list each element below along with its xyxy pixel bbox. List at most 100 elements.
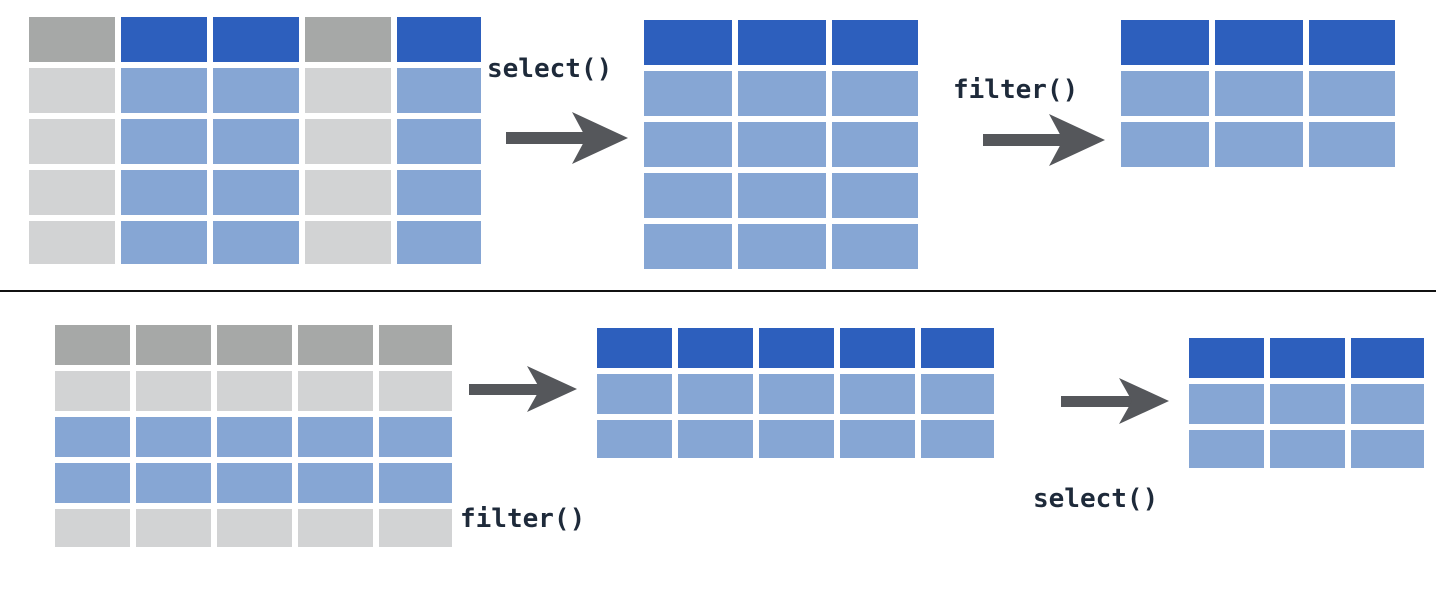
table-header-cell: [1186, 335, 1267, 381]
table-header-cell: [675, 325, 756, 371]
table-cell: [52, 414, 133, 460]
table-cell: [118, 116, 210, 167]
table-cell: [295, 368, 376, 414]
table-cell: [214, 368, 295, 414]
table-cell: [1118, 119, 1212, 170]
filter-function-label: filter(): [460, 504, 586, 534]
table-header-cell: [1348, 335, 1427, 381]
table-cell: [52, 460, 133, 506]
table-cell: [756, 417, 837, 461]
table-cell: [52, 506, 133, 550]
table-cell: [302, 218, 394, 267]
table-cell: [1348, 427, 1427, 471]
table-cell: [376, 368, 455, 414]
table-cell: [133, 368, 214, 414]
table-header-cell: [918, 325, 997, 371]
table-header-cell: [214, 322, 295, 368]
arrow-right-icon: [1061, 378, 1169, 424]
table-cell: [1267, 427, 1348, 471]
table-header-cell: [735, 17, 829, 68]
table-cell: [1212, 68, 1306, 119]
table-header-cell: [1306, 17, 1398, 68]
top-panel: select() filter(): [0, 0, 1436, 290]
table-cell: [26, 218, 118, 267]
table-cell: [210, 218, 302, 267]
table-cell: [641, 221, 735, 272]
table-header-cell: [210, 14, 302, 65]
table-cell: [394, 167, 484, 218]
panel-divider: [0, 290, 1436, 292]
table-header-cell: [376, 322, 455, 368]
bottom-filtered-table: [594, 325, 997, 461]
arrow-right-icon: [469, 366, 577, 412]
table-cell: [52, 368, 133, 414]
table-header-cell: [837, 325, 918, 371]
table-header-cell: [829, 17, 921, 68]
table-cell: [302, 116, 394, 167]
table-cell: [756, 371, 837, 417]
table-header-cell: [756, 325, 837, 371]
table-cell: [214, 460, 295, 506]
table-cell: [1212, 119, 1306, 170]
table-header-cell: [394, 14, 484, 65]
table-cell: [394, 65, 484, 116]
table-cell: [735, 221, 829, 272]
table-cell: [133, 506, 214, 550]
table-cell: [594, 417, 675, 461]
select-function-label: select(): [487, 54, 613, 84]
bottom-result-table: [1186, 335, 1427, 471]
arrow-right-icon: [506, 112, 628, 164]
table-cell: [214, 414, 295, 460]
table-cell: [1186, 381, 1267, 427]
table-cell: [394, 218, 484, 267]
bottom-source-table: [52, 322, 455, 550]
table-cell: [1118, 68, 1212, 119]
table-cell: [1267, 381, 1348, 427]
table-cell: [118, 218, 210, 267]
table-cell: [594, 371, 675, 417]
table-cell: [376, 460, 455, 506]
table-header-cell: [52, 322, 133, 368]
table-header-cell: [1118, 17, 1212, 68]
table-cell: [675, 371, 756, 417]
table-cell: [210, 167, 302, 218]
table-cell: [26, 116, 118, 167]
table-cell: [735, 68, 829, 119]
table-cell: [394, 116, 484, 167]
table-cell: [302, 65, 394, 116]
table-header-cell: [118, 14, 210, 65]
table-cell: [641, 119, 735, 170]
top-result-table: [1118, 17, 1398, 170]
arrow-right-icon: [983, 114, 1105, 166]
table-cell: [295, 460, 376, 506]
table-header-cell: [641, 17, 735, 68]
table-cell: [302, 167, 394, 218]
table-cell: [918, 371, 997, 417]
table-cell: [641, 68, 735, 119]
table-cell: [376, 506, 455, 550]
top-selected-table: [641, 17, 921, 272]
table-cell: [1186, 427, 1267, 471]
table-header-cell: [302, 14, 394, 65]
table-cell: [26, 167, 118, 218]
table-cell: [837, 417, 918, 461]
table-cell: [1306, 68, 1398, 119]
table-cell: [210, 116, 302, 167]
table-header-cell: [1267, 335, 1348, 381]
table-cell: [210, 65, 302, 116]
table-cell: [1306, 119, 1398, 170]
table-header-cell: [133, 322, 214, 368]
table-cell: [133, 460, 214, 506]
table-cell: [829, 170, 921, 221]
table-cell: [641, 170, 735, 221]
table-cell: [675, 417, 756, 461]
table-cell: [918, 417, 997, 461]
filter-function-label: filter(): [953, 75, 1079, 105]
table-header-cell: [26, 14, 118, 65]
table-cell: [1348, 381, 1427, 427]
table-cell: [295, 506, 376, 550]
table-cell: [735, 119, 829, 170]
table-cell: [837, 371, 918, 417]
table-header-cell: [295, 322, 376, 368]
table-cell: [829, 119, 921, 170]
